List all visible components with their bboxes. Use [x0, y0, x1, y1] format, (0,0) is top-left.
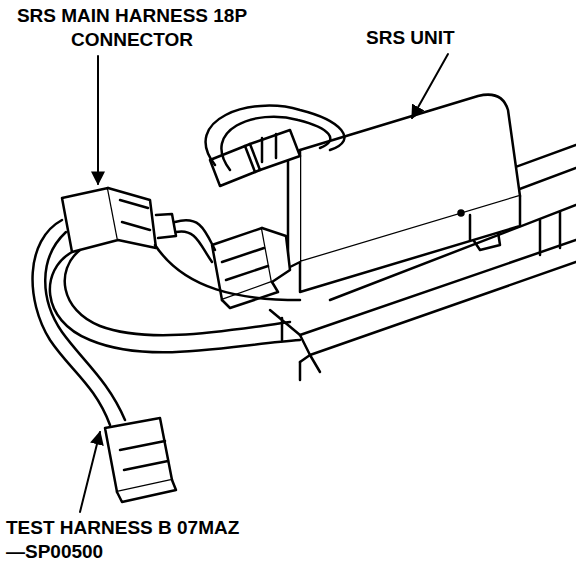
- test-harness-connector: [105, 418, 176, 502]
- leader-line: [97, 56, 99, 184]
- srs-unit-housing: [288, 95, 520, 292]
- part-label: SRS MAIN HARNESS 18P CONNECTOR: [6, 4, 258, 52]
- harness-cable: [33, 220, 300, 425]
- leader-line: [80, 432, 100, 512]
- wire-loop: [221, 117, 330, 170]
- part-label: SRS UNIT: [366, 26, 526, 50]
- leader-line: [412, 54, 448, 118]
- main-harness-connector: [62, 188, 176, 252]
- tool-label: TEST HARNESS B 07MAZ—SP00500: [6, 516, 256, 564]
